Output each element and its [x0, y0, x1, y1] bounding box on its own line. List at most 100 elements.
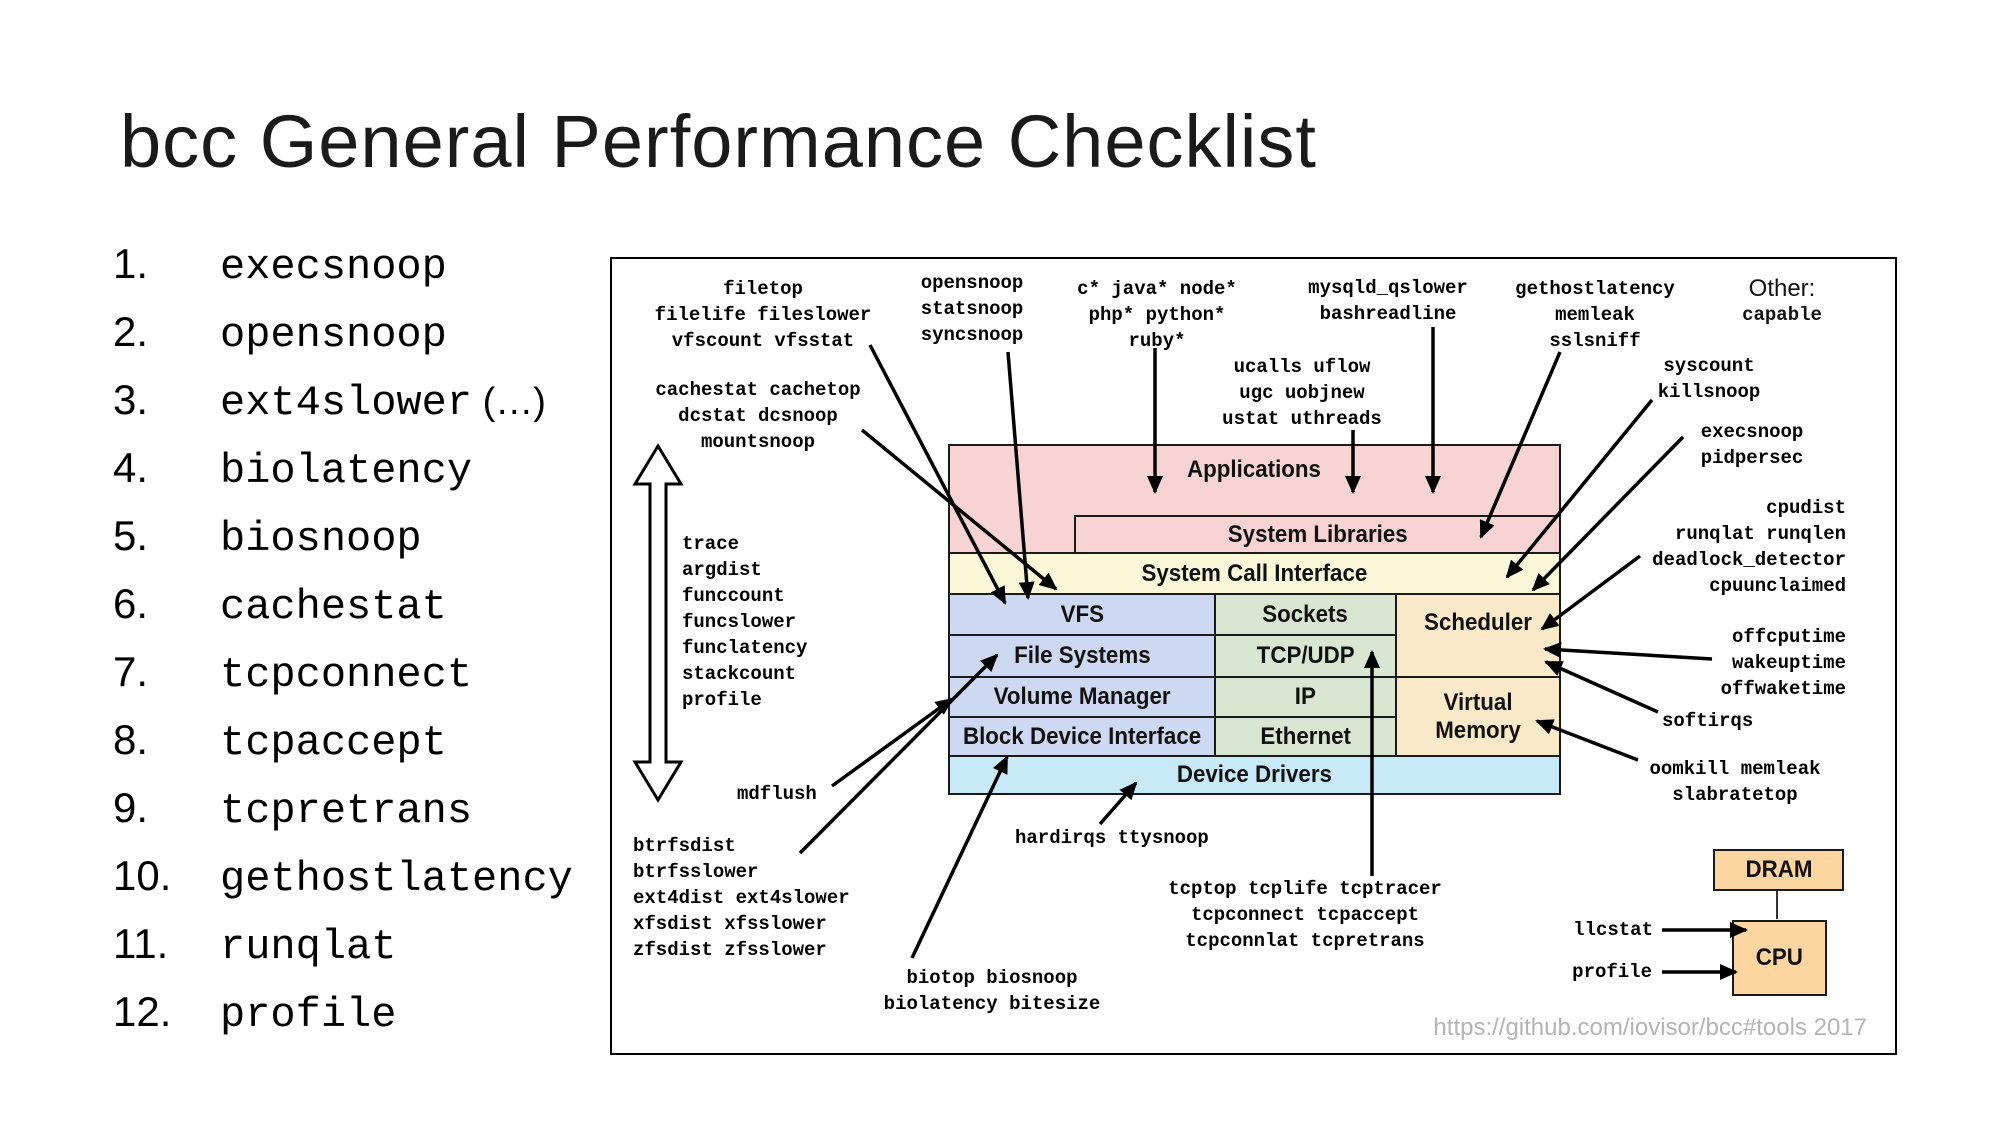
label-llcstat: llcstat — [1573, 919, 1653, 941]
label-softirqs: softirqs — [1662, 710, 1754, 732]
box-label: Ethernet — [1260, 722, 1351, 750]
arrow-btrfs-to-file-systems — [798, 653, 999, 855]
arrow-filetop-to-vfs — [868, 344, 1007, 605]
arrow-execsnoop-to-sci — [1531, 435, 1685, 592]
item-tool: gethostlatency — [220, 855, 573, 903]
label-mdflush: mdflush — [737, 783, 817, 805]
box-ethernet: Ethernet — [1214, 716, 1397, 757]
list-item: 8. tcpaccept — [113, 716, 573, 784]
source-url: https://github.com/iovisor/bcc#tools 201… — [1433, 1014, 1867, 1041]
box-label: IP — [1294, 683, 1317, 710]
list-item: 3.ext4slower (…) — [113, 376, 573, 444]
other-tool: capable — [1742, 304, 1822, 326]
list-item: 12. profile — [113, 988, 573, 1056]
list-item: 10. gethostlatency — [113, 852, 573, 920]
box-label: DRAM — [1745, 856, 1812, 883]
box-label: System Call Interface — [1141, 559, 1368, 587]
list-item: 2. opensnoop — [113, 308, 573, 376]
label-hardirqs-ttysnoop: hardirqs ttysnoop — [1015, 827, 1209, 849]
item-tool: biolatency — [220, 447, 473, 495]
item-number: 3. — [113, 376, 149, 423]
item-number: 10. — [113, 852, 172, 899]
box-label: Device Drivers — [1176, 761, 1333, 788]
arrow-gethostlatency-to-syslib — [1479, 351, 1562, 539]
item-tool: tcpaccept — [220, 719, 447, 767]
item-tool: tcpconnect — [220, 651, 473, 699]
label-other-group: Other: capable — [1742, 276, 1822, 328]
box-dram: DRAM — [1713, 849, 1844, 891]
box-label: File Systems — [1013, 642, 1151, 669]
arrow-offcpu-to-scheduler — [1543, 641, 1713, 661]
list-item: 6. cachestat — [113, 580, 573, 648]
arrow-syscount-to-sci — [1505, 398, 1654, 579]
box-system-libraries: System Libraries — [1074, 515, 1561, 554]
box-label: Applications — [1187, 456, 1322, 483]
item-tool: opensnoop — [220, 311, 447, 359]
box-label: Block Device Interface — [962, 722, 1202, 750]
item-number: 1. — [113, 240, 149, 287]
item-number: 7. — [113, 648, 149, 695]
list-item: 9. tcpretrans — [113, 784, 573, 852]
box-ip: IP — [1214, 676, 1397, 718]
page-title: bcc General Performance Checklist — [120, 99, 1317, 183]
box-label: CPU — [1755, 944, 1804, 971]
item-tool: biosnoop — [220, 515, 422, 563]
arrow-softirqs-to-scheduler — [1544, 660, 1659, 714]
other-heading: Other: — [1748, 275, 1816, 302]
item-number: 11. — [113, 920, 169, 967]
item-number: 6. — [113, 580, 149, 627]
box-label: Volume Manager — [993, 683, 1171, 710]
arrows-overlay — [632, 327, 1778, 980]
label-profile: profile — [1572, 961, 1652, 983]
list-item: 1. execsnoop — [113, 240, 573, 308]
item-tool: execsnoop — [220, 243, 447, 291]
list-item: 4. biolatency — [113, 444, 573, 512]
box-label: Scheduler — [1424, 609, 1532, 636]
item-number: 5. — [113, 512, 149, 559]
box-label: Sockets — [1262, 600, 1349, 628]
arrow-biotop-to-block-device — [910, 755, 1009, 959]
arrow-oomkill-to-virtual-memory — [1535, 719, 1639, 762]
item-number: 9. — [113, 784, 149, 831]
item-number: 8. — [113, 716, 149, 763]
list-item: 7. tcpconnect — [113, 648, 573, 716]
box-label: System Libraries — [1227, 520, 1408, 548]
item-number: 4. — [113, 444, 149, 491]
list-item: 11. runqlat — [113, 920, 573, 988]
arrow-cpudist-to-scheduler — [1540, 554, 1642, 631]
arrow-mdflush-to-volume-manager — [830, 697, 954, 788]
arrow-opensnoop-to-vfs — [1006, 351, 1035, 600]
stack-depth-double-arrow — [632, 443, 684, 803]
item-tool: tcpretrans — [220, 787, 473, 835]
item-tool: profile — [220, 991, 397, 1039]
label-language-runtimes: c* java* node*php* python*ruby* — [1077, 278, 1237, 352]
arrow-cachestat-to-vfs — [860, 428, 1058, 591]
arrow-hardirqs-to-device-drivers — [1098, 781, 1138, 826]
item-tool: cachestat — [220, 583, 447, 631]
item-tool: runqlat — [220, 923, 397, 971]
box-label: TCP/UDP — [1256, 642, 1355, 669]
list-item: 5. biosnoop — [113, 512, 573, 580]
box-device-drivers: Device Drivers — [948, 755, 1561, 795]
box-label: VFS — [1060, 600, 1104, 628]
item-number: 12. — [113, 988, 172, 1035]
item-number: 2. — [113, 308, 149, 355]
item-tool: ext4slower — [220, 379, 473, 427]
